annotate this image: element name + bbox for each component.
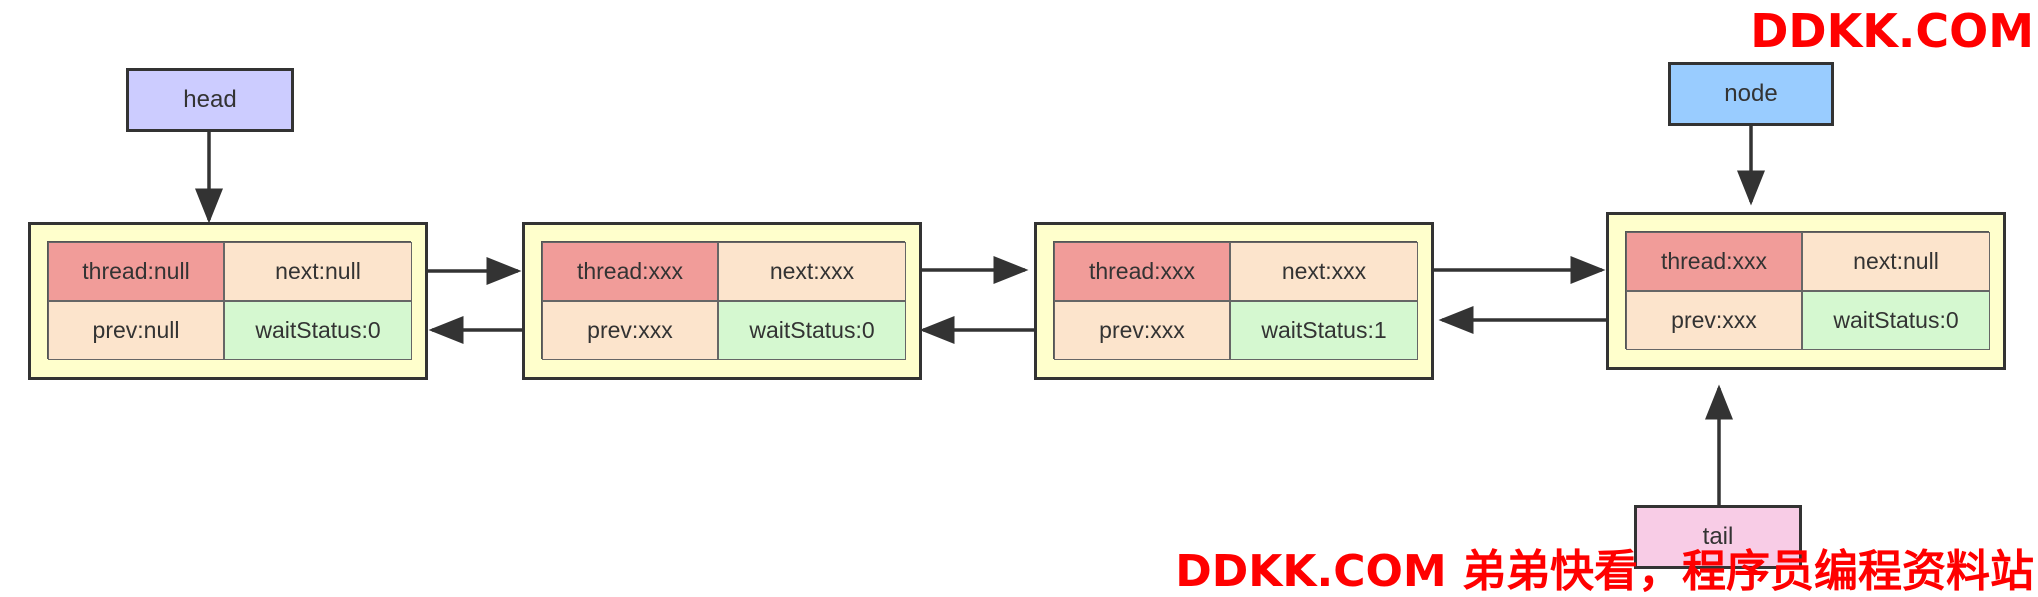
node-4-prev-cell: prev:xxx (1626, 291, 1802, 350)
queue-node-1: thread:null next:null prev:null waitStat… (28, 222, 428, 380)
node-1-wait-status-cell: waitStatus:0 (224, 301, 412, 360)
queue-node-3: thread:xxx next:xxx prev:xxx waitStatus:… (1034, 222, 1434, 380)
node-1-thread-cell: thread:null (48, 242, 224, 301)
node-pointer-box: node (1668, 62, 1834, 126)
node-4-thread-cell: thread:xxx (1626, 232, 1802, 291)
node-3-prev-cell: prev:xxx (1054, 301, 1230, 360)
node-1-prev-cell: prev:null (48, 301, 224, 360)
node-3-thread-cell: thread:xxx (1054, 242, 1230, 301)
node-2-next-cell: next:xxx (718, 242, 906, 301)
queue-node-2: thread:xxx next:xxx prev:xxx waitStatus:… (522, 222, 922, 380)
node-4-wait-status-cell: waitStatus:0 (1802, 291, 1990, 350)
node-2-prev-cell: prev:xxx (542, 301, 718, 360)
watermark-top: DDKK.COM (1750, 4, 2034, 58)
node-3-wait-status-cell: waitStatus:1 (1230, 301, 1418, 360)
tail-pointer-box: tail (1634, 505, 1802, 569)
node-1-next-cell: next:null (224, 242, 412, 301)
head-label: head (183, 86, 237, 113)
node-2-thread-cell: thread:xxx (542, 242, 718, 301)
node-2-wait-status-cell: waitStatus:0 (718, 301, 906, 360)
node-4-next-cell: next:null (1802, 232, 1990, 291)
node-label: node (1724, 80, 1778, 107)
watermark-bottom: DDKK.COM 弟弟快看，程序员编程资料站 (1175, 546, 2034, 597)
head-pointer-box: head (126, 68, 294, 132)
tail-label: tail (1702, 523, 1734, 550)
node-3-next-cell: next:xxx (1230, 242, 1418, 301)
queue-node-4: thread:xxx next:null prev:xxx waitStatus… (1606, 212, 2006, 370)
